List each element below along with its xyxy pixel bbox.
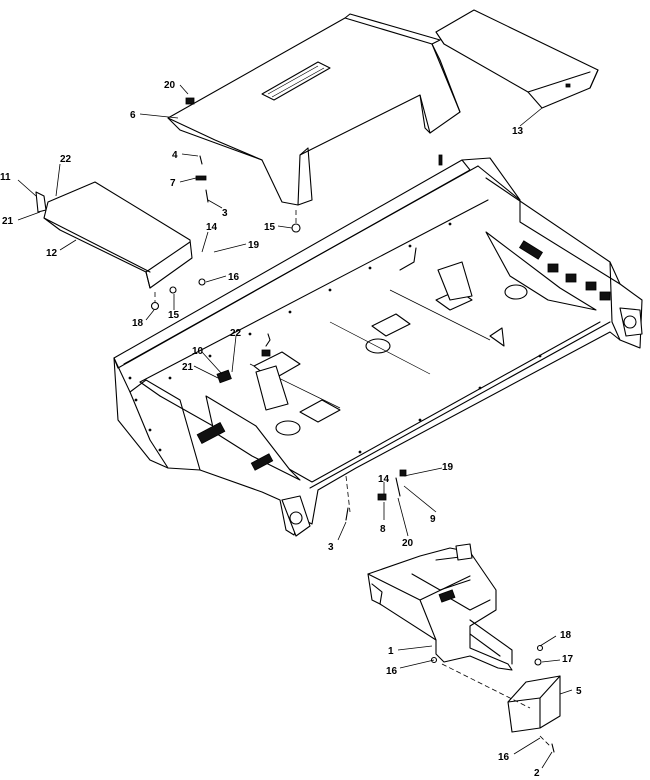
callout-16-bracket: 16	[386, 666, 398, 677]
callout-6-hood: 6	[130, 110, 136, 121]
hood-cover	[167, 13, 461, 206]
callout-18-lower: 18	[560, 630, 572, 641]
assembly-line	[441, 663, 531, 709]
callout-19-lower: 19	[442, 462, 454, 473]
leader-lines	[17, 84, 573, 769]
callout-16-lower: 16	[498, 752, 510, 763]
callout-labels: 20 6 4 7 3 11 22 21 12 14 19 16 18 15 15…	[0, 80, 582, 779]
right-side-panel	[435, 9, 599, 109]
main-frame	[113, 154, 643, 537]
callout-12: 12	[46, 248, 58, 259]
callout-8: 8	[380, 524, 386, 535]
callout-18-upper: 18	[132, 318, 144, 329]
callout-2: 2	[534, 768, 540, 779]
callout-14-upper: 14	[206, 222, 218, 233]
callout-14-lower: 14	[378, 474, 390, 485]
callout-22-left: 22	[60, 154, 72, 165]
assembly-line	[539, 735, 551, 747]
callout-15-left: 15	[168, 310, 180, 321]
callout-10: 10	[192, 346, 204, 357]
callout-3-lower: 3	[328, 542, 334, 553]
lower-bracket-assembly	[367, 543, 513, 671]
callout-7: 7	[170, 178, 176, 189]
callout-5: 5	[576, 686, 582, 697]
callout-21-frame: 21	[182, 362, 194, 373]
callout-17: 17	[562, 654, 574, 665]
callout-13: 13	[512, 126, 524, 137]
callout-4: 4	[172, 150, 178, 161]
callout-11: 11	[0, 172, 11, 183]
callout-22-frame: 22	[230, 328, 242, 339]
callout-9: 9	[430, 514, 436, 525]
hood-badge	[261, 61, 331, 101]
callout-19-upper: 19	[248, 240, 260, 251]
callout-21-left: 21	[2, 216, 14, 227]
callout-1: 1	[388, 646, 394, 657]
callout-20-lower: 20	[402, 538, 414, 549]
callout-15-hood: 15	[264, 222, 276, 233]
callout-16-upper: 16	[228, 272, 240, 283]
cover-box	[507, 675, 561, 733]
callout-3-upper: 3	[222, 208, 228, 219]
left-side-panel	[35, 181, 193, 289]
assembly-line	[345, 475, 351, 513]
loose-hardware	[150, 97, 555, 753]
callout-20-hood-screw: 20	[164, 80, 176, 91]
